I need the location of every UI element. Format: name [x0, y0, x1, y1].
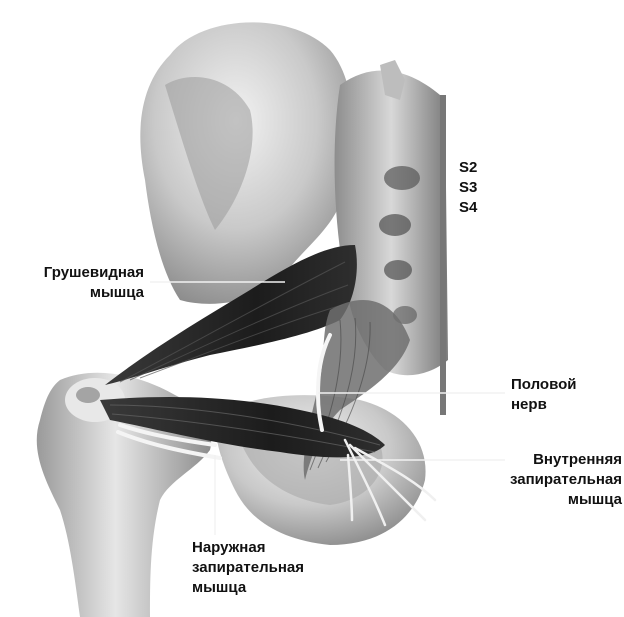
sacral-levels-label: S2 S3 S4	[459, 158, 477, 218]
external-obturator-label: Наружная запирательная мышца	[192, 538, 304, 598]
pudendal-nerve-label: Половой нерв	[511, 375, 576, 415]
sacral-level-s3: S3	[459, 178, 477, 198]
sacral-level-s2: S2	[459, 158, 477, 178]
sacral-level-s4: S4	[459, 198, 477, 218]
piriformis-label: Грушевидная мышца	[44, 263, 144, 303]
internal-obturator-label: Внутренняя запирательная мышца	[510, 450, 622, 510]
